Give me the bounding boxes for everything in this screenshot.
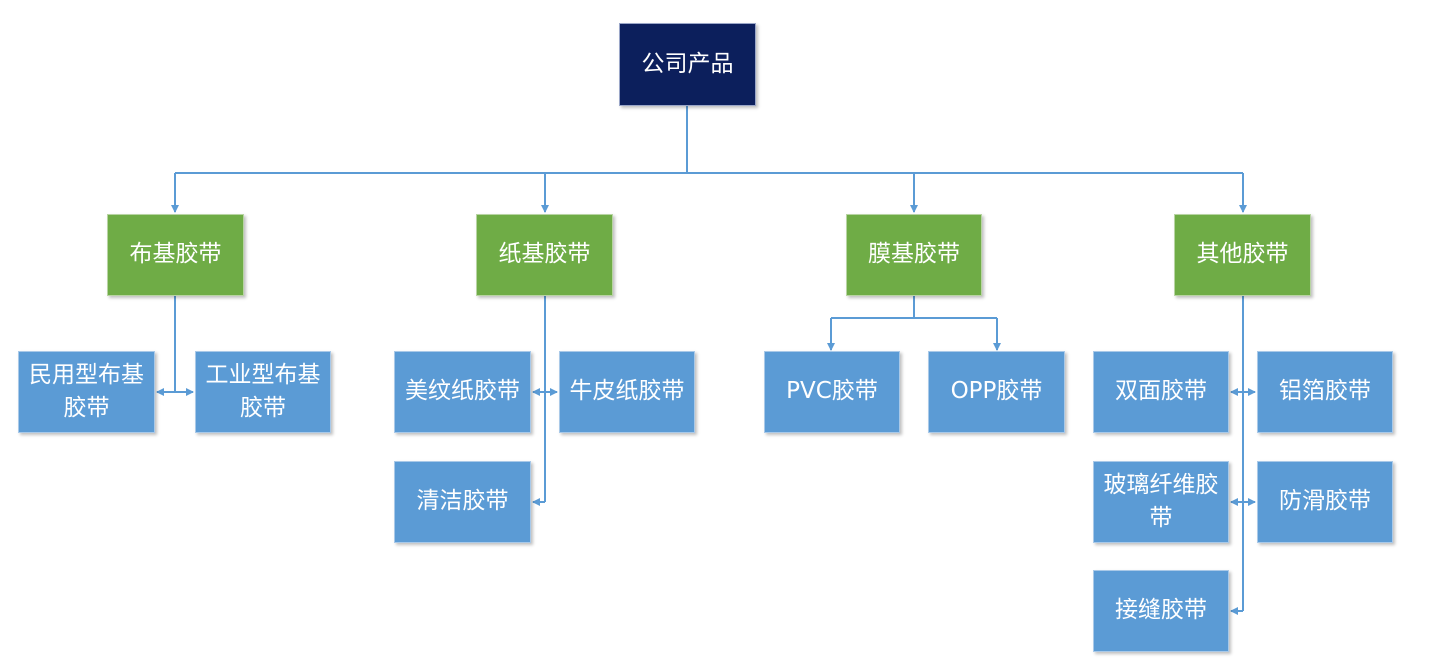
leaf-label: 双面胶带 <box>1115 378 1207 405</box>
category-label: 布基胶带 <box>129 241 222 268</box>
leaf-civil-cloth-tape: 民用型布基胶带 <box>18 351 155 433</box>
category-film-tape: 膜基胶带 <box>846 214 982 296</box>
root-label: 公司产品 <box>641 50 734 77</box>
leaf-opp-tape: OPP胶带 <box>928 351 1065 433</box>
category-label: 纸基胶带 <box>498 241 591 268</box>
leaf-glass-fiber-tape: 玻璃纤维胶带 <box>1093 461 1229 543</box>
leaf-label: 美纹纸胶带 <box>405 378 520 405</box>
leaf-aluminum-foil-tape: 铝箔胶带 <box>1257 351 1393 433</box>
root-node: 公司产品 <box>619 23 756 106</box>
leaf-seam-tape: 接缝胶带 <box>1093 570 1229 652</box>
leaf-label: PVC胶带 <box>786 378 878 405</box>
leaf-pvc-tape: PVC胶带 <box>764 351 900 433</box>
leaf-label: 民用型布基胶带 <box>29 361 144 421</box>
leaf-label: 工业型布基胶带 <box>205 361 321 421</box>
leaf-label: 清洁胶带 <box>416 488 509 515</box>
leaf-label: OPP胶带 <box>950 378 1043 405</box>
leaf-label: 玻璃纤维胶带 <box>1103 471 1219 531</box>
leaf-label: 铝箔胶带 <box>1279 378 1371 405</box>
leaf-masking-paper-tape: 美纹纸胶带 <box>394 351 531 433</box>
category-other-tape: 其他胶带 <box>1174 214 1311 296</box>
leaf-anti-slip-tape: 防滑胶带 <box>1257 461 1393 543</box>
category-paper-tape: 纸基胶带 <box>476 214 613 296</box>
category-cloth-tape: 布基胶带 <box>107 214 244 296</box>
leaf-double-sided-tape: 双面胶带 <box>1093 351 1229 433</box>
leaf-kraft-paper-tape: 牛皮纸胶带 <box>559 351 695 433</box>
category-label: 膜基胶带 <box>868 241 960 268</box>
leaf-label: 牛皮纸胶带 <box>569 378 685 405</box>
leaf-label: 防滑胶带 <box>1279 488 1371 515</box>
leaf-label: 接缝胶带 <box>1115 597 1207 624</box>
leaf-industrial-cloth-tape: 工业型布基胶带 <box>195 351 331 433</box>
category-label: 其他胶带 <box>1196 241 1289 268</box>
leaf-cleaning-tape: 清洁胶带 <box>394 461 531 543</box>
